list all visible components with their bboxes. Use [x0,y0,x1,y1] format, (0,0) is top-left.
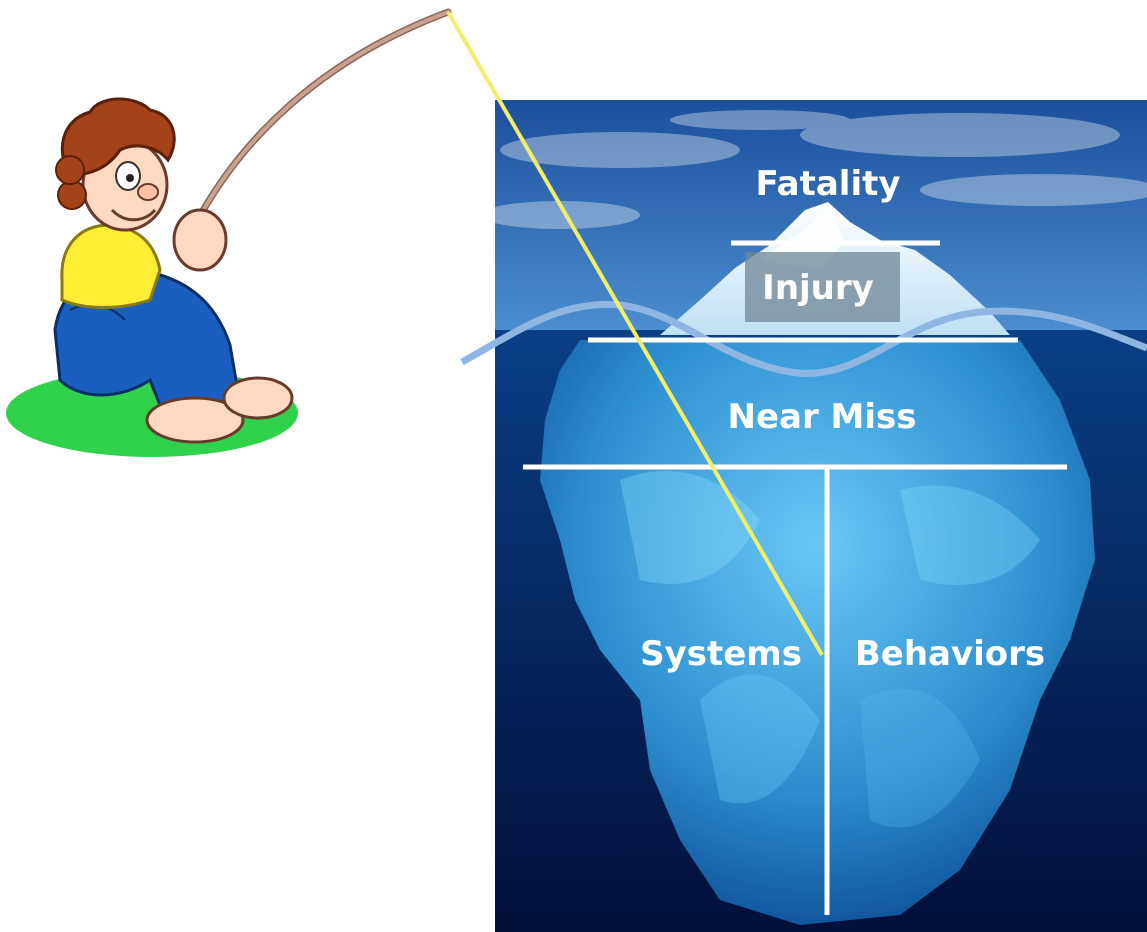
label-near-miss: Near Miss [727,397,916,437]
label-fatality: Fatality [755,164,900,204]
label-behaviors: Behaviors [855,634,1045,674]
fishing-rod [191,8,452,229]
fisherman-cartoon-icon [6,8,452,457]
label-systems: Systems [640,634,802,674]
water-surface-wave [460,300,1147,377]
iceberg-image [495,100,1147,932]
hair [60,97,176,177]
smile [110,208,157,222]
hands [172,208,228,272]
clouds [495,110,1147,229]
iceberg-underwater [540,340,1095,925]
right-foot [222,376,294,420]
label-injury: Injury [762,268,874,308]
injury-box [745,252,900,322]
fishing-line [446,10,824,657]
left-foot [145,396,245,444]
shirt [60,223,162,309]
